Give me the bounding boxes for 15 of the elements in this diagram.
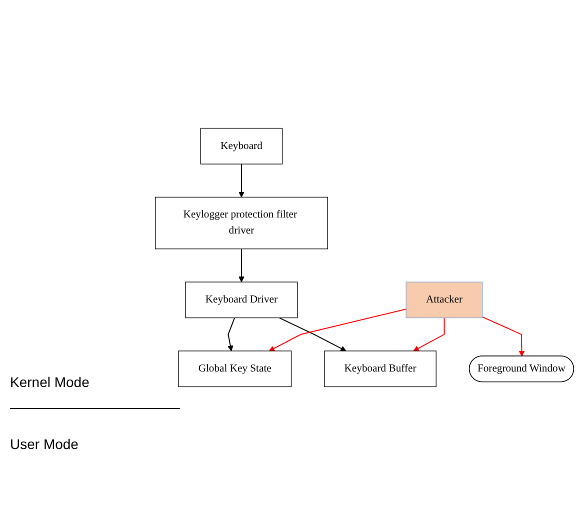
arrow: [228, 317, 236, 352]
arrow: [482, 316, 525, 357]
node-box: Keyboard: [200, 128, 283, 164]
node-box: Keyboard Buffer: [324, 350, 436, 388]
arrow: [278, 317, 346, 352]
mode-label: Kernel Mode: [10, 374, 90, 390]
node-box: Keylogger protection filter driver: [154, 196, 328, 250]
node-box: Global Key State: [178, 350, 292, 388]
arrow: [238, 164, 244, 198]
arrow: [268, 308, 407, 352]
arrow: [238, 248, 244, 282]
mode-label: User Mode: [10, 436, 78, 452]
node-box: Keyboard Driver: [185, 282, 298, 318]
node-box: Attacker: [406, 282, 483, 318]
arrow: [413, 317, 445, 352]
